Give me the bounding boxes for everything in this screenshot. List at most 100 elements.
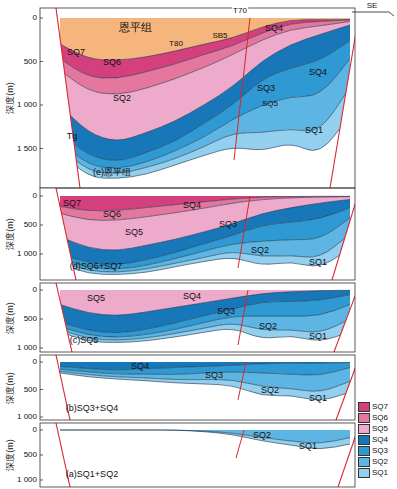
horizon-line [60,234,350,272]
depth-tick: 500 [24,221,37,229]
axis-title: 深度(m) [6,302,15,334]
layer-label: (b)SQ3+SQ4 [66,404,118,413]
panel-frame [40,188,355,280]
axis-title: 深度(m) [6,82,15,114]
layer-label: SQ2 [251,246,269,255]
layer-label: (e)恩平组 [93,168,131,177]
axis-tick [40,362,43,363]
legend-swatch [358,468,370,478]
axis-tick [40,196,43,197]
fault-line [238,290,248,345]
layer-label: SQ7 [67,48,85,57]
horizon-line [60,319,350,340]
panel-frame [40,423,355,487]
horizon-line [60,197,350,221]
section-panel [40,8,355,188]
depth-tick: 500 [24,58,37,66]
layer-label: SQ1 [299,442,317,451]
layer-label: SQ1 [309,332,327,341]
strata-layer [60,59,350,174]
basement-mask [338,423,355,487]
layer-label: SQ4 [131,362,149,371]
axis-tick [40,290,43,291]
horizon-line [60,371,350,391]
strata-layer [60,234,350,275]
axis-tick [40,105,43,106]
legend-text: SQ2 [372,458,388,466]
axis-title: 深度(m) [6,439,15,471]
layer-label: SQ3 [217,307,235,316]
axis-tick [40,455,43,456]
strata-layer [60,368,350,392]
layer-label: Tg [67,132,78,141]
layer-label: SQ5 [262,100,278,108]
basement-mask [40,283,72,352]
legend-text: SQ3 [372,447,388,455]
fault-line [336,355,355,420]
legend-swatch [358,402,370,412]
layer-label: SB5 [212,32,227,40]
layer-label: SQ7 [63,199,81,208]
fault-line [330,8,355,188]
fault-line [234,18,250,160]
axis-tick [40,61,43,62]
layer-label: SQ2 [259,322,277,331]
fault-line [56,8,80,188]
legend-swatch [358,424,370,434]
fault-line [56,283,72,352]
layer-label: SE [367,2,378,10]
depth-tick: 500 [24,386,37,394]
layer-label: SQ2 [113,94,131,103]
depth-tick: 1 000 [17,476,37,484]
panel-frame [40,283,355,352]
basement-mask [40,8,80,188]
layer-label: SQ1 [309,258,327,267]
layer-label: SQ2 [261,386,279,395]
layer-label: (c)SQ5 [70,336,99,345]
depth-tick: 1 000 [17,101,37,109]
horizon-line [60,329,350,342]
depth-tick: 0 [33,14,37,22]
layer-label: 恩平组 [119,22,152,33]
strata-layer [60,371,350,399]
horizon-line [60,363,350,370]
legend-swatch [358,457,370,467]
horizon-line [60,87,350,174]
horizon-line [60,248,350,274]
depth-tick: 0 [33,286,37,294]
depth-tick: 1 500 [17,145,37,153]
depth-tick: 0 [33,426,37,434]
legend-text: SQ6 [372,414,388,422]
axis-tick [40,480,43,481]
axis-tick [40,254,43,255]
depth-tick: 0 [33,192,37,200]
axis-tick [40,319,43,320]
axis-tick [40,417,43,418]
depth-tick: 500 [24,451,37,459]
axis-title: 深度(m) [6,218,15,250]
panel-frame [40,355,355,420]
horizon-line [60,115,350,179]
layer-label: SQ4 [183,201,201,210]
axis-title: 深度(m) [6,372,15,404]
strata-layer [60,87,350,179]
basement-mask [332,188,355,280]
basement-mask [334,283,355,352]
layer-label: (d)SQ6+SQ7 [70,262,122,271]
layer-label: T70 [232,7,248,15]
horizon-line [60,22,350,95]
fault-line [334,283,355,352]
layer-label: SQ3 [257,84,275,93]
legend-swatch [358,413,370,423]
axis-tick [40,225,43,226]
fault-line [236,430,244,458]
layer-label: T80 [169,40,183,48]
section-panel [40,283,355,352]
layer-label: SQ5 [125,228,143,237]
basement-mask [40,355,70,420]
layer-label: (a)SQ1+SQ2 [66,470,118,479]
axis-tick [40,430,43,431]
horizon-line [60,20,350,78]
horizon-line [60,290,350,315]
